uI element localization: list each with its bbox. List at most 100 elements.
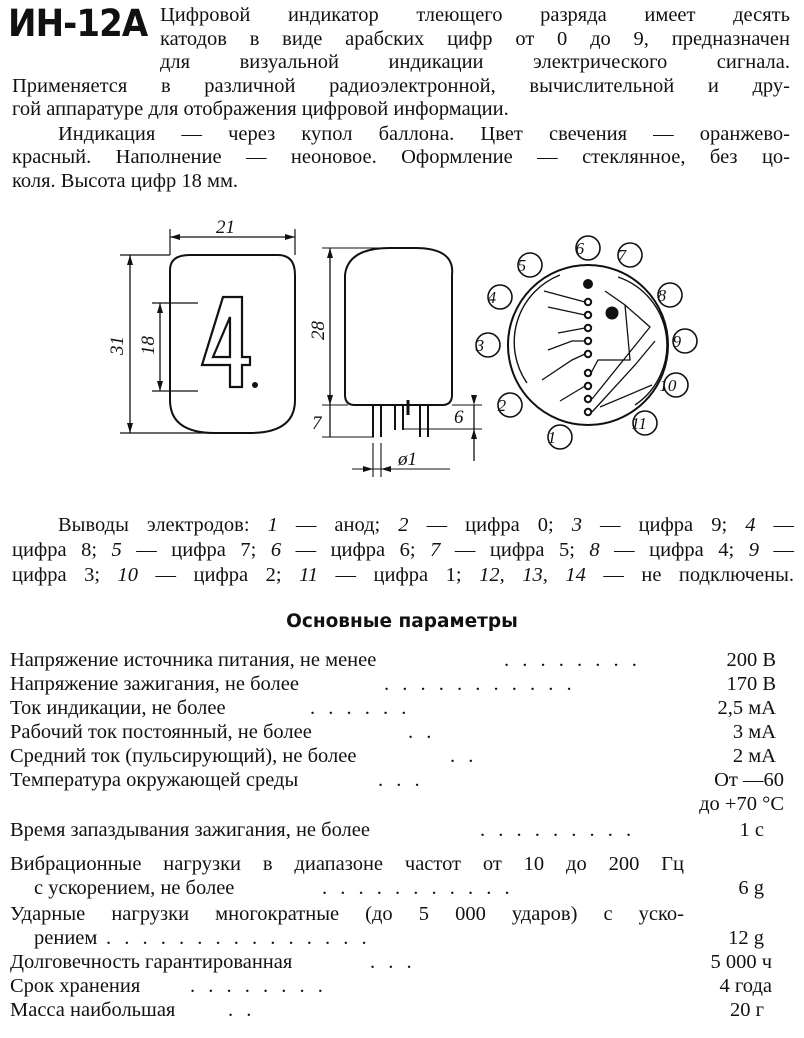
param-leader: . . — [450, 745, 478, 767]
pinout-line-2: цифра 8; 5 — цифра 7; 6 — цифра 6; 7 — ц… — [12, 538, 794, 563]
param-row: Рабочий ток постоянный, не более . . 3 м… — [10, 720, 792, 744]
intro-line-2: катодов в виде арабских цифр от 0 до 9, … — [160, 28, 790, 50]
param-value: 2 мА — [732, 745, 776, 767]
dim-pin-length2-label: 6 — [454, 407, 464, 428]
document-title: ИН-12А — [8, 2, 148, 45]
pin-number: 5 — [111, 539, 122, 561]
para1-line-1: Применяется в различной радиоэлектронной… — [12, 75, 790, 97]
para2-line-2: красный. Наполнение — неоновое. Оформлен… — [12, 146, 790, 168]
param-row: Температура окружающей среды . . . От —6… — [10, 768, 792, 792]
pin-number: 9 — [748, 539, 759, 561]
param-value: 12 g — [728, 927, 764, 949]
pin-desc: цифра 3; — [12, 564, 118, 586]
pin-label-9: 9 — [673, 332, 682, 351]
param-value: до +70 °С — [699, 793, 784, 815]
param-leader: . . . — [378, 769, 424, 791]
param-row: Долговечность гарантированная . . . 5 00… — [10, 950, 792, 974]
dim-total-height-label: 31 — [107, 336, 128, 356]
param-label: Рабочий ток постоянный, не более — [10, 721, 312, 743]
intro-line-3: для визуальной индикации электрического … — [160, 51, 790, 73]
param-row: Масса наибольшая . . 20 г — [10, 998, 792, 1022]
param-value: 4 года — [719, 975, 772, 997]
param-row: рением . . . . . . . . . . . . . . . 12 … — [10, 926, 792, 950]
pin-desc: — цифра 4; — [599, 539, 749, 561]
dim-width-label: 21 — [216, 217, 235, 238]
side-view — [322, 247, 482, 477]
pin-desc: — цифра 9; — [582, 514, 746, 536]
pin-number: 6 — [270, 539, 282, 561]
dim-body-height-label: 28 — [308, 321, 329, 341]
param-label: Вибрационные нагрузки в диапазоне частот… — [10, 853, 684, 875]
pin-number: 2 — [398, 514, 409, 536]
pin-desc: — цифра 6; — [281, 539, 431, 561]
dim-pin-length-label: 7 — [312, 413, 323, 434]
param-leader: . . . . . . . . — [190, 975, 327, 997]
pin-desc: — цифра 2; — [138, 564, 300, 586]
param-leader: . . . . . . . . . . . — [384, 673, 576, 695]
pinout-intro: Выводы электродов: — [58, 514, 250, 536]
param-value: 1 с — [739, 819, 764, 841]
tube-drawing: 21 31 1 8 28 7 6 ø1 1 2 3 4 5 6 7 8 9 10 … — [107, 217, 698, 477]
pinout-line-3: цифра 3; 10 — цифра 2; 11 — цифра 1; 12,… — [12, 563, 794, 588]
param-row: Напряжение источника питания, не менее .… — [10, 648, 792, 672]
param-row: Вибрационные нагрузки в диапазоне частот… — [10, 852, 792, 876]
intro-line-1: Цифровой индикатор тлеющего разряда имее… — [160, 4, 790, 26]
pinout-line-1: Выводы электродов: 1 — анод; 2 — цифра 0… — [12, 513, 794, 538]
pin-number: 11 — [299, 564, 319, 586]
pin-label-2: 2 — [498, 396, 507, 415]
svg-text:1 2 3: 1 2 3 4 5 6 7 8 9 10 11 — [475, 239, 686, 447]
param-leader: . . — [408, 721, 436, 743]
para2-line-3: коля. Высота цифр 18 мм. — [12, 170, 239, 192]
param-leader: . . . . . . . . . — [480, 819, 636, 841]
param-leader: . . — [228, 999, 256, 1021]
pin-label-11: 11 — [631, 414, 647, 433]
param-label: с ускорением, не более — [34, 877, 235, 899]
pin-label-10: 10 — [659, 376, 677, 395]
param-value: 6 g — [738, 877, 764, 899]
param-leader: . . . . . . . . . . . . . . . — [106, 927, 371, 949]
pin-label-6: 6 — [576, 239, 585, 258]
param-leader: . . . . . . — [310, 697, 411, 719]
pin-number: 8 — [589, 539, 600, 561]
pin-number: 3 — [571, 514, 582, 536]
pin-desc: — цифра 0; — [408, 514, 572, 536]
param-value: 5 000 ч — [710, 951, 772, 973]
pin-number: 1 — [267, 514, 278, 536]
pin-desc: — — [758, 539, 794, 561]
param-row: Срок хранения . . . . . . . . 4 года — [10, 974, 792, 998]
pin-number: 10 — [117, 564, 139, 586]
param-label: Ток индикации, не более — [10, 697, 226, 719]
param-value: 20 г — [729, 999, 764, 1021]
param-label: Напряжение источника питания, не менее — [10, 649, 377, 671]
pin-label-8: 8 — [658, 286, 667, 305]
pin-number: 4 — [745, 514, 756, 536]
pin-desc: — — [755, 514, 794, 536]
pin-label-4: 4 — [488, 288, 497, 307]
pin-desc: — цифра 7; — [121, 539, 271, 561]
param-row: с ускорением, не более . . . . . . . . .… — [10, 876, 792, 900]
pin-label-3: 3 — [475, 336, 485, 355]
param-row: Средний ток (пульсирующий), не более . .… — [10, 744, 792, 768]
pin-desc: цифра 8; — [12, 539, 112, 561]
dim-pin-diameter-label: ø1 — [397, 449, 417, 470]
param-label: Средний ток (пульсирующий), не более — [10, 745, 357, 767]
param-label: рением — [34, 927, 98, 949]
front-view — [120, 229, 296, 434]
param-value: От —60 — [714, 769, 784, 791]
para2-line-1: Индикация — через купол баллона. Цвет св… — [58, 123, 790, 145]
base-view — [475, 235, 698, 450]
pin-desc: — не подключены. — [585, 564, 794, 586]
param-row: Ток индикации, не более . . . . . . 2,5 … — [10, 696, 792, 720]
pin-number: 12, 13, 14 — [479, 564, 586, 586]
param-row: Время запаздывания зажигания, не более .… — [10, 818, 792, 842]
param-row: до +70 °С — [10, 792, 792, 816]
param-label: Ударные нагрузки многократные (до 5 000 … — [10, 903, 684, 925]
params-heading: Основные параметры — [286, 611, 518, 632]
param-leader: . . . . . . . . . . . — [322, 877, 514, 899]
pin-label-5: 5 — [518, 256, 527, 275]
pin-desc: — цифра 5; — [440, 539, 590, 561]
param-label: Напряжение зажигания, не более — [10, 673, 299, 695]
param-row: Ударные нагрузки многократные (до 5 000 … — [10, 902, 792, 926]
pin-label-1: 1 — [548, 428, 557, 447]
param-value: 2,5 мА — [717, 697, 776, 719]
